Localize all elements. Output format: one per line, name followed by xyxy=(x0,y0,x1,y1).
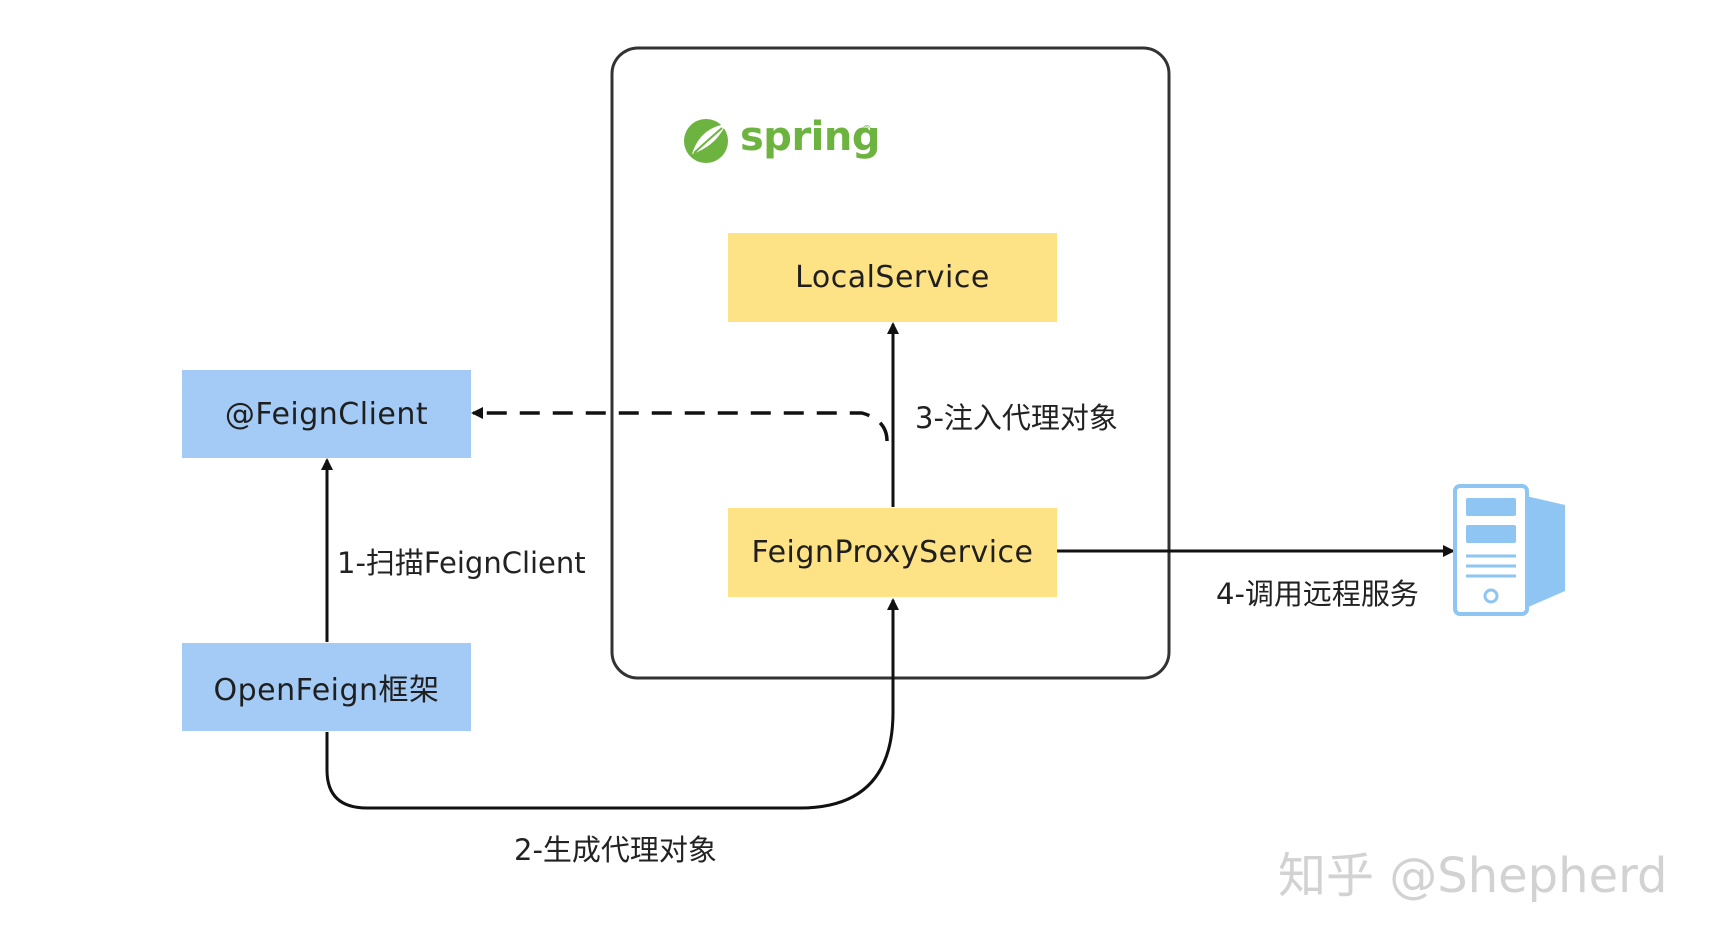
label-invoke: 4-调用远程服务 xyxy=(1216,577,1419,611)
server-icon xyxy=(1453,484,1565,616)
edge-generate xyxy=(325,598,899,810)
node-feign-proxy: FeignProxyService xyxy=(728,508,1057,597)
watermark: 知乎 @Shepherd xyxy=(1278,848,1668,904)
edge-inject-dashed xyxy=(471,407,889,442)
label-generate: 2-生成代理对象 xyxy=(514,833,717,867)
spring-container xyxy=(610,46,1171,680)
node-feign-client: @FeignClient xyxy=(182,370,471,458)
node-openfeign: OpenFeign框架 xyxy=(182,643,471,731)
node-local-service: LocalService xyxy=(728,233,1057,322)
spring-leaf-icon xyxy=(684,119,728,163)
label-inject: 3-注入代理对象 xyxy=(915,401,1118,435)
spring-logo-text: spring xyxy=(740,114,881,160)
label-scan: 1-扫描FeignClient xyxy=(337,546,586,580)
spring-trademark: ® xyxy=(862,124,872,135)
